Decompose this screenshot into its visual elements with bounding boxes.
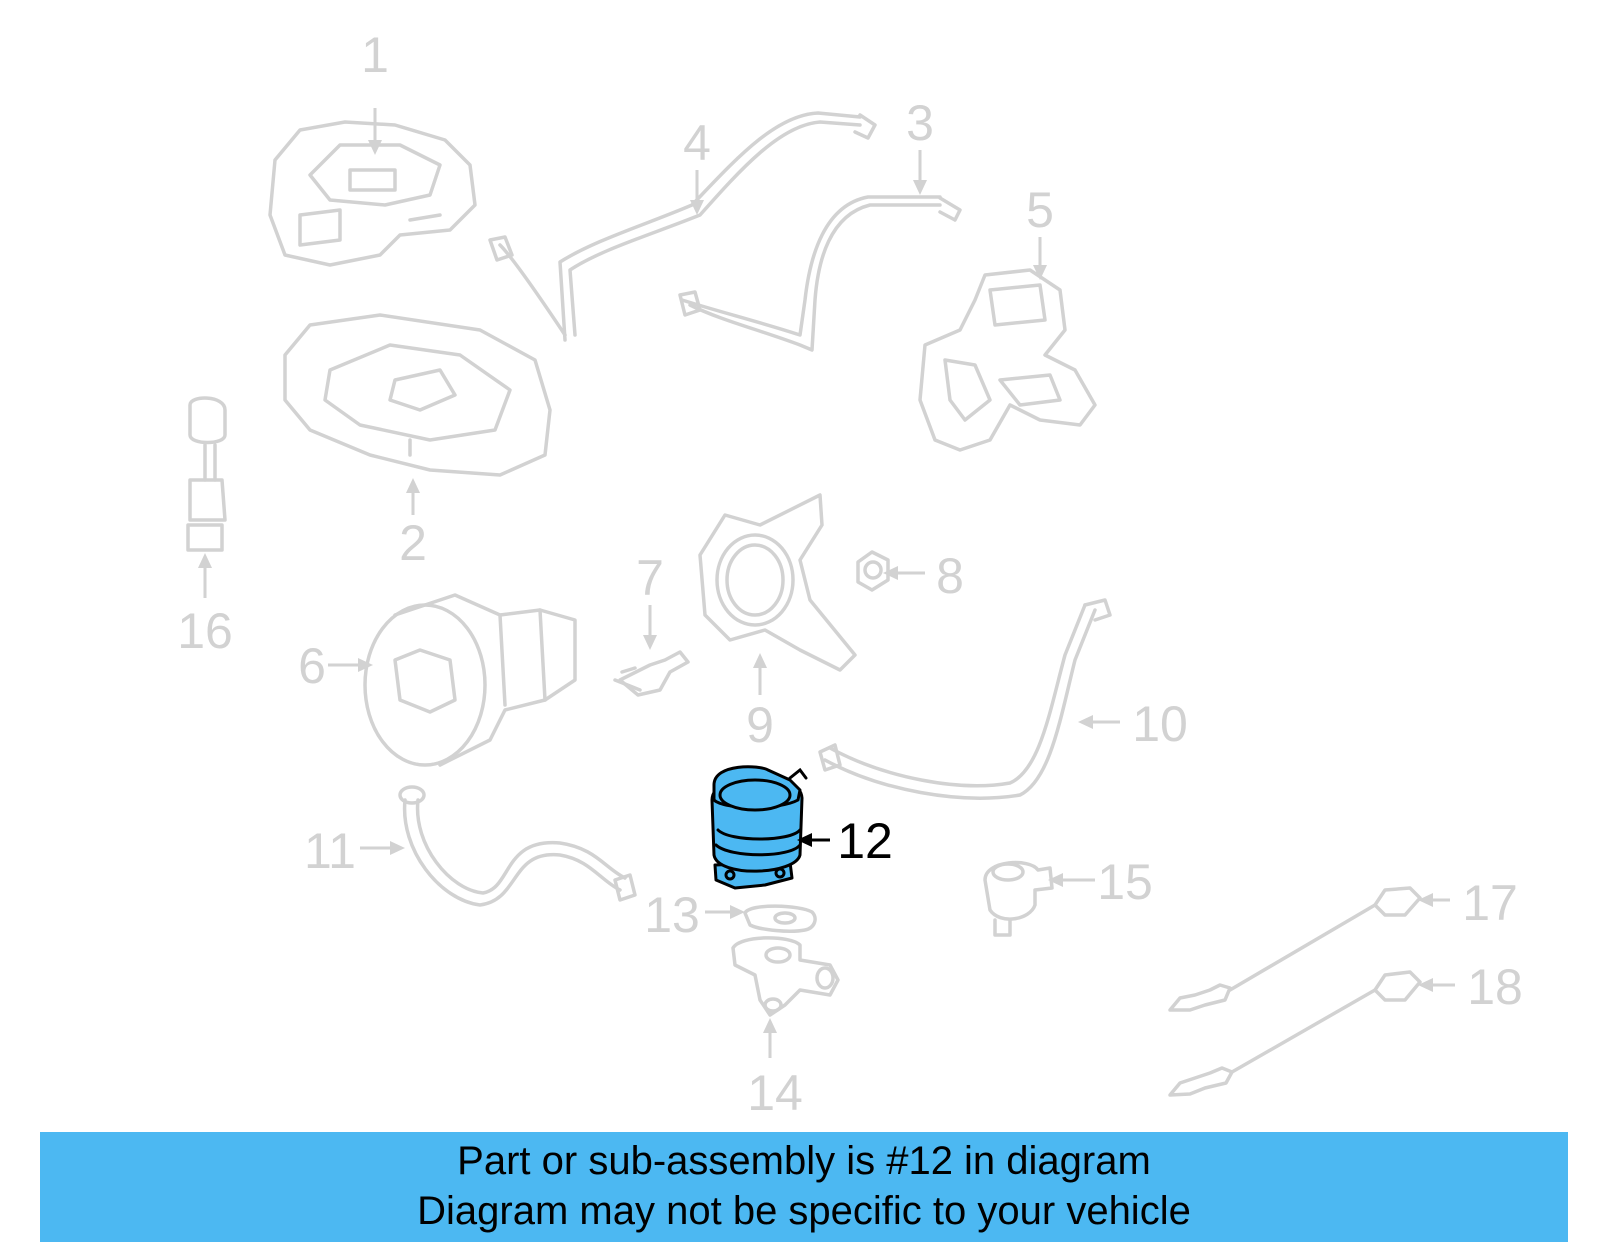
- part-15-drawing: [983, 860, 1054, 937]
- part-17-drawing: [1168, 886, 1422, 1012]
- callout-13: 13: [644, 887, 700, 943]
- callout-12: 12: [837, 813, 893, 869]
- banner-line-1: Part or sub-assembly is #12 in diagram: [457, 1139, 1151, 1183]
- part-3-drawing: [678, 195, 962, 352]
- callout-17: 17: [1462, 875, 1518, 931]
- callout-8: 8: [936, 548, 964, 604]
- part-1-drawing: [268, 120, 477, 267]
- part-11-drawing: [398, 785, 637, 907]
- part-10-drawing: [818, 598, 1112, 800]
- part-2-drawing: [283, 313, 552, 477]
- callout-15: 15: [1097, 854, 1153, 910]
- callout-9: 9: [746, 697, 774, 753]
- part-13-drawing: [743, 904, 817, 933]
- part-8-drawing: [856, 550, 890, 592]
- part-16-drawing: [186, 396, 227, 552]
- callout-16: 16: [177, 603, 233, 659]
- callout-6: 6: [298, 638, 326, 694]
- callout-1: 1: [361, 27, 389, 83]
- part-14-drawing: [731, 936, 840, 1017]
- callout-7: 7: [636, 550, 664, 606]
- part-4-drawing: [488, 111, 877, 342]
- callout-5: 5: [1026, 182, 1054, 238]
- callout-18: 18: [1467, 959, 1523, 1015]
- callout-10: 10: [1132, 696, 1188, 752]
- info-banner: Part or sub-assembly is #12 in diagram D…: [40, 1132, 1568, 1242]
- part-12-drawing: [710, 765, 808, 890]
- callout-4: 4: [683, 115, 711, 171]
- parts-diagram: 1 2 3 4 5: [177, 27, 1523, 1121]
- banner-line-2: Diagram may not be specific to your vehi…: [417, 1189, 1191, 1233]
- part-18-drawing: [1168, 970, 1422, 1097]
- part-5-drawing: [918, 268, 1097, 452]
- callout-14: 14: [747, 1065, 803, 1121]
- part-9-drawing: [698, 493, 857, 672]
- part-6-drawing: [363, 593, 577, 767]
- callout-2: 2: [399, 515, 427, 571]
- callout-11: 11: [304, 823, 356, 879]
- callout-3: 3: [906, 95, 934, 151]
- part-7-drawing: [613, 650, 690, 697]
